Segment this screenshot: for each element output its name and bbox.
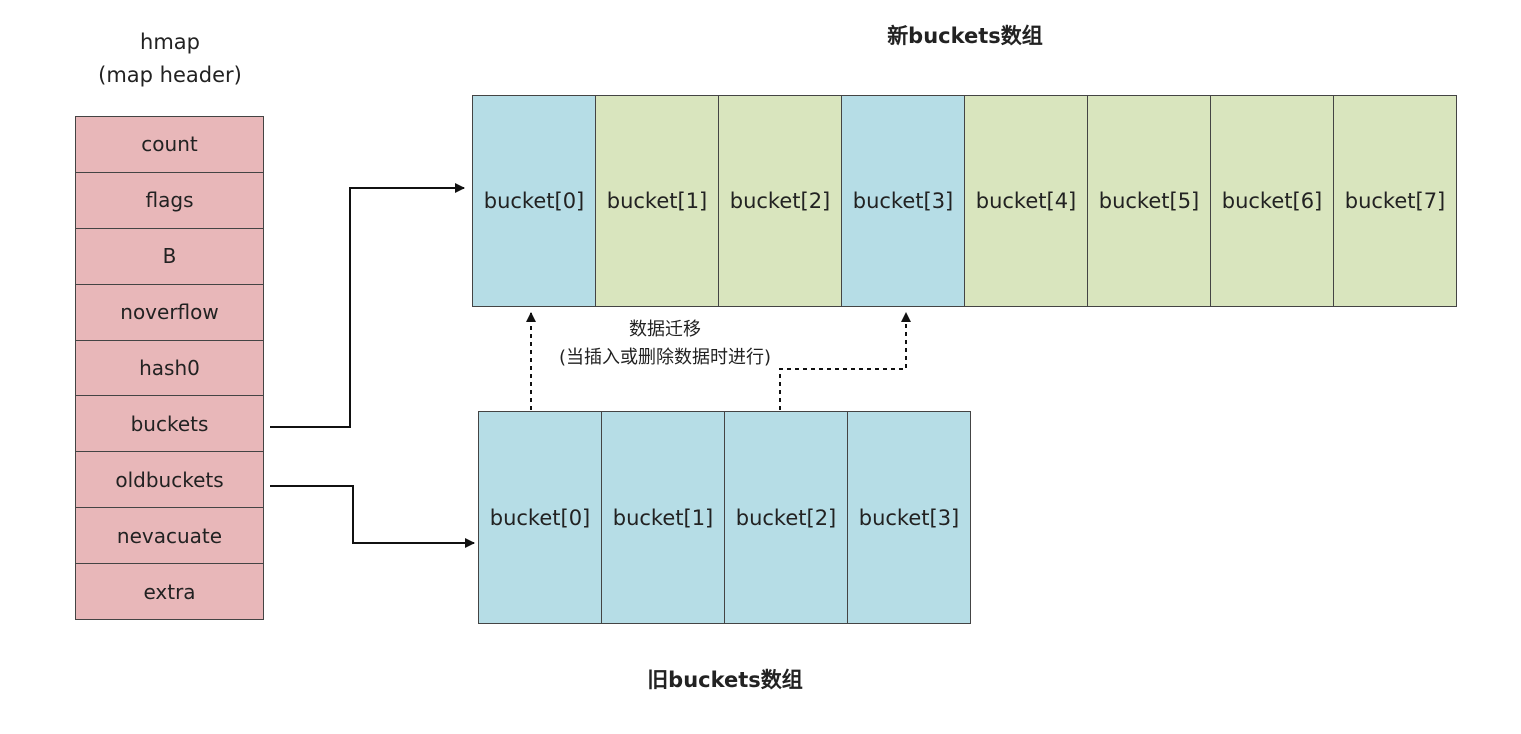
hmap-field-flags: flags	[76, 172, 263, 229]
hmap-field-b: B	[76, 228, 263, 285]
new-buckets-title: 新buckets数组	[887, 24, 1043, 48]
new-buckets-array: bucket[0] bucket[1] bucket[2] bucket[3] …	[472, 95, 1457, 307]
new-bucket-1: bucket[1]	[596, 96, 719, 306]
hmap-field-extra: extra	[76, 564, 263, 620]
new-bucket-7: bucket[7]	[1334, 96, 1456, 306]
hmap-field-hash0: hash0	[76, 340, 263, 397]
old-bucket-2: bucket[2]	[725, 412, 848, 623]
new-bucket-0: bucket[0]	[473, 96, 596, 306]
old-buckets-title: 旧buckets数组	[647, 668, 803, 692]
new-bucket-4: bucket[4]	[965, 96, 1088, 306]
hmap-title: hmap (map header)	[40, 26, 300, 92]
old-bucket-3: bucket[3]	[848, 412, 970, 623]
old-buckets-array: bucket[0] bucket[1] bucket[2] bucket[3]	[478, 411, 971, 624]
hmap-field-noverflow: noverflow	[76, 284, 263, 341]
migration-note: 数据迁移 (当插入或删除数据时进行)	[520, 316, 810, 372]
hmap-title-name: hmap	[140, 30, 200, 54]
hmap-struct: count flags B noverflow hash0 buckets ol…	[75, 116, 264, 620]
hmap-field-nevacuate: nevacuate	[76, 508, 263, 565]
old-bucket-0: bucket[0]	[479, 412, 602, 623]
hmap-field-oldbuckets: oldbuckets	[76, 452, 263, 509]
oldbuckets-pointer-arrow	[270, 485, 475, 548]
new-bucket-5: bucket[5]	[1088, 96, 1211, 306]
hmap-field-buckets: buckets	[76, 396, 263, 453]
migration-note-detail: (当插入或删除数据时进行)	[558, 347, 772, 368]
new-bucket-3: bucket[3]	[842, 96, 965, 306]
old-bucket-1: bucket[1]	[602, 412, 725, 623]
buckets-pointer-arrow	[270, 183, 465, 428]
new-bucket-2: bucket[2]	[719, 96, 842, 306]
hmap-field-count: count	[76, 117, 263, 173]
hmap-title-subtitle: (map header)	[98, 63, 242, 87]
migration-note-title: 数据迁移	[629, 319, 701, 340]
new-bucket-6: bucket[6]	[1211, 96, 1334, 306]
